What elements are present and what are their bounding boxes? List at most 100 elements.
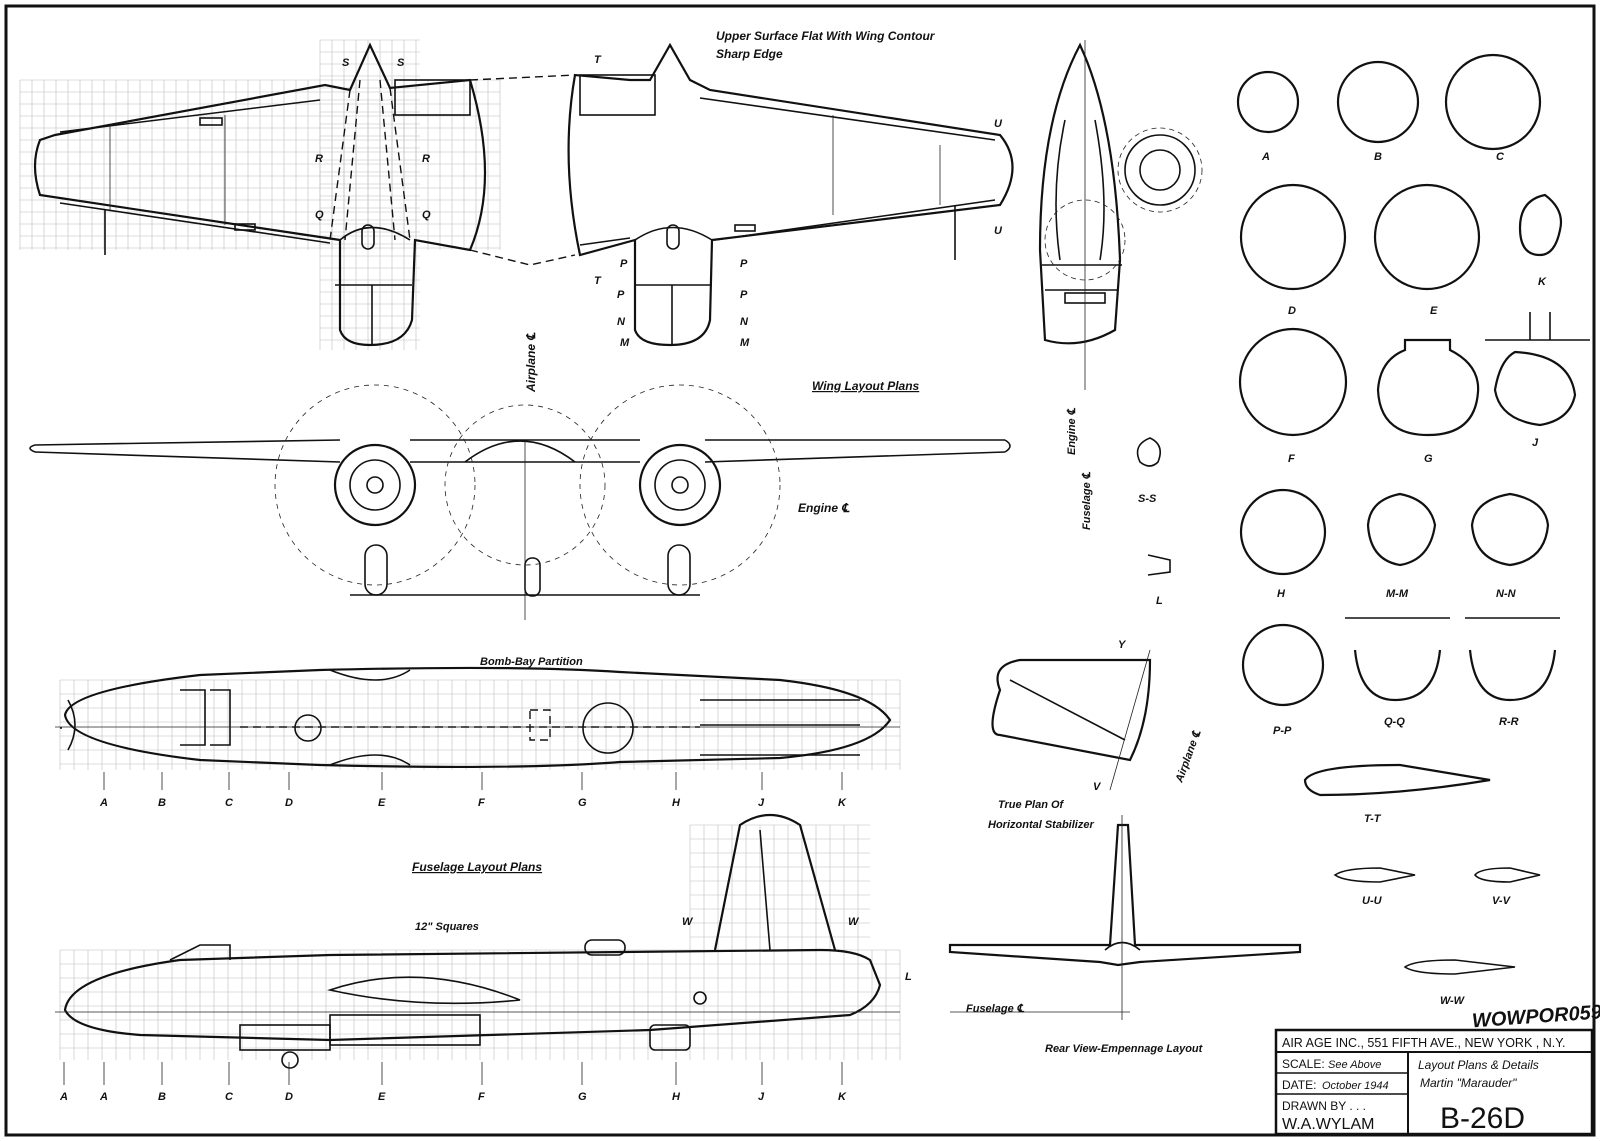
sharp-edge-note: Sharp Edge	[716, 47, 783, 61]
stabilizer-plan	[991, 649, 1152, 791]
section-label-e: E	[1430, 305, 1438, 317]
section-label-q-q: Q-Q	[1384, 716, 1405, 728]
station-bottom-a-1: A	[99, 1091, 108, 1103]
drawn-by-label: DRAWN BY . . .	[1282, 1099, 1366, 1113]
marker-p-1r: P	[740, 258, 748, 270]
marker-q-right: Q	[422, 209, 431, 221]
station-bottom-a-0: A	[59, 1091, 68, 1103]
marker-s-left: S	[342, 57, 350, 69]
scale-label: SCALE:	[1282, 1057, 1325, 1071]
title-line-1: Layout Plans & Details	[1418, 1058, 1539, 1072]
station-bottom-e-5: E	[378, 1091, 386, 1103]
fuselage-plan	[55, 666, 900, 769]
true-plan-line1: True Plan Of	[998, 799, 1065, 811]
section-label-v-v: V-V	[1492, 895, 1512, 907]
wing-layout-title: Wing Layout Plans	[812, 379, 920, 393]
section-label-h: H	[1277, 588, 1286, 600]
station-top-e: E	[378, 797, 386, 809]
wing-markers: S S R R Q Q T T U U P P P P N N M M	[315, 54, 1003, 349]
section-label-g: G	[1424, 453, 1433, 465]
upper-surface-note: Upper Surface Flat With Wing Contour	[716, 29, 936, 43]
station-top-c: C	[225, 797, 234, 809]
section-label-d: D	[1288, 305, 1296, 317]
cross-sections	[1136, 53, 1590, 975]
marker-t-bottom: T	[594, 275, 602, 287]
date-label: DATE:	[1282, 1078, 1316, 1092]
nacelle-side-view	[1038, 40, 1203, 390]
station-bottom-h-8: H	[672, 1091, 681, 1103]
marker-l: L	[905, 971, 912, 983]
fuselage-centerline-vertical: Fuselage ℄	[1081, 471, 1093, 530]
section-label-c: C	[1496, 151, 1505, 163]
section-label-t-t: T-T	[1364, 813, 1382, 825]
section-label-u-u: U-U	[1362, 895, 1383, 907]
marker-y: Y	[1118, 639, 1127, 651]
rear-view-title: Rear View-Empennage Layout	[1045, 1043, 1204, 1055]
bomb-bay-label: Bomb-Bay Partition	[480, 656, 583, 668]
marker-w-left: W	[682, 916, 694, 928]
section-labels: A B C D E K F G J S-S H M-M N-N L P-P Q-…	[1138, 151, 1547, 1007]
title-line-2: Martin "Marauder"	[1420, 1076, 1517, 1090]
rear-view-empennage	[948, 815, 1302, 1020]
title-block-text: AIR AGE INC., 551 FIFTH AVE., NEW YORK ,…	[1282, 1036, 1565, 1135]
front-view	[29, 384, 1011, 620]
section-label-p-p: P-P	[1273, 725, 1292, 737]
marker-p-2l: P	[617, 289, 625, 301]
station-bottom-g-7: G	[578, 1091, 587, 1103]
annotation-labels: Upper Surface Flat With Wing Contour Sha…	[412, 29, 1204, 1055]
section-label-a: A	[1261, 151, 1270, 163]
section-label-l: L	[1156, 595, 1163, 607]
station-top-f: F	[478, 797, 485, 809]
engine-centerline-label: Engine ℄	[798, 501, 850, 515]
fuselage-centerline-rear: Fuselage ℄	[966, 1003, 1025, 1015]
marker-m-l: M	[620, 337, 630, 349]
marker-n-l: N	[617, 316, 626, 328]
marker-u-top: U	[994, 118, 1003, 130]
station-top-b: B	[158, 797, 166, 809]
section-label-k: K	[1538, 276, 1547, 288]
marker-w-right: W	[848, 916, 860, 928]
fuselage-layout-title: Fuselage Layout Plans	[412, 860, 542, 874]
section-label-w-w: W-W	[1440, 995, 1466, 1007]
station-top-g: G	[578, 797, 587, 809]
fuselage-side	[55, 814, 900, 1069]
station-bottom-f-6: F	[478, 1091, 485, 1103]
section-label-f: F	[1288, 453, 1295, 465]
station-bottom-k-10: K	[838, 1091, 847, 1103]
station-top-j: J	[758, 797, 765, 809]
section-label-j: J	[1532, 437, 1539, 449]
squares-note: 12" Squares	[415, 921, 479, 933]
drawn-by-value: W.A.WYLAM	[1282, 1116, 1374, 1133]
publisher-line: AIR AGE INC., 551 FIFTH AVE., NEW YORK ,…	[1282, 1036, 1565, 1050]
model-number: B-26D	[1440, 1102, 1525, 1135]
marker-t-top: T	[594, 54, 602, 66]
marker-m-r: M	[740, 337, 750, 349]
marker-p-2r: P	[740, 289, 748, 301]
station-top-k: K	[838, 797, 847, 809]
wing-plan-left	[33, 42, 487, 347]
date-value: October 1944	[1322, 1080, 1389, 1092]
marker-s-right: S	[397, 57, 405, 69]
station-bottom-b-2: B	[158, 1091, 166, 1103]
marker-q-left: Q	[315, 209, 324, 221]
section-label-b: B	[1374, 151, 1382, 163]
wing-plan-right	[469, 42, 1014, 347]
station-bottom-c-3: C	[225, 1091, 234, 1103]
marker-u-bottom: U	[994, 225, 1003, 237]
true-plan-line2: Horizontal Stabilizer	[988, 819, 1094, 831]
section-label-s-s: S-S	[1138, 493, 1157, 505]
station-bottom-j-9: J	[758, 1091, 765, 1103]
marker-n-r: N	[740, 316, 749, 328]
fin-markers: W W L Y V	[682, 639, 1127, 983]
section-label-n-n: N-N	[1496, 588, 1517, 600]
section-label-m-m: M-M	[1386, 588, 1409, 600]
station-top-a: A	[99, 797, 108, 809]
station-top-d: D	[285, 797, 293, 809]
station-bottom-d-4: D	[285, 1091, 293, 1103]
title-block	[1274, 1028, 1594, 1136]
engine-centerline-vertical: Engine ℄	[1066, 407, 1078, 455]
layout-grids	[19, 39, 901, 1060]
